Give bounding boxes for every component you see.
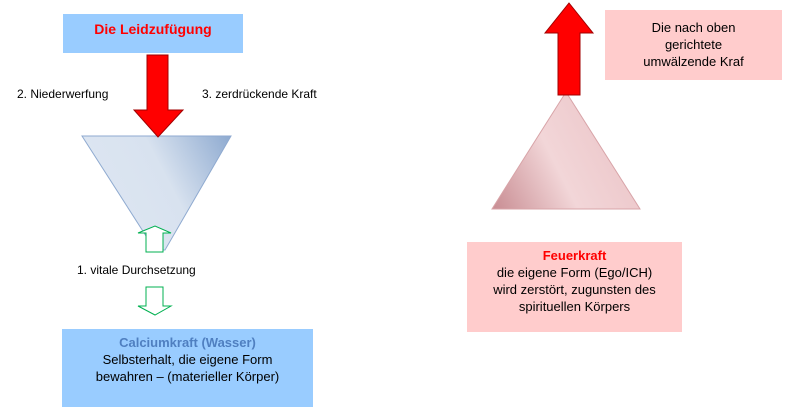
green-down-arrow xyxy=(137,286,173,316)
feuerkraft-heading: Feuerkraft xyxy=(542,248,607,263)
feuerkraft-line2: wird zerstört, zugunsten des xyxy=(493,282,656,297)
feuerkraft-box: Feuerkraft die eigene Form (Ego/ICH) wir… xyxy=(467,242,682,332)
calciumkraft-heading: Calciumkraft (Wasser) xyxy=(119,335,256,350)
umwaelzende-line3: umwälzende Kraf xyxy=(643,54,744,69)
label-vitale-durchsetzung: 1. vitale Durchsetzung xyxy=(77,263,196,277)
umwaelzende-line2: gerichtete xyxy=(664,37,723,52)
red-down-arrow xyxy=(132,54,185,138)
umwaelzende-line1: Die nach oben xyxy=(651,20,736,35)
feuerkraft-line1: die eigene Form (Ego/ICH) xyxy=(496,265,653,280)
leidzufuegung-box: Die Leidzufügung xyxy=(63,14,243,53)
calciumkraft-line1: Selbsterhalt, die eigene Form xyxy=(102,352,273,367)
pink-triangle xyxy=(491,91,641,210)
calciumkraft-line2: bewahren – (materieller Körper) xyxy=(95,369,280,384)
leidzufuegung-title: Die Leidzufügung xyxy=(94,21,212,37)
label-niederwerfung: 2. Niederwerfung xyxy=(17,87,109,101)
label-zerdrueckende-kraft: 3. zerdrückende Kraft xyxy=(202,87,317,101)
inverted-triangle xyxy=(81,135,232,251)
feuerkraft-line3: spirituellen Körpers xyxy=(518,299,631,314)
umwaelzende-kraft-box: Die nach oben gerichtete umwälzende Kraf xyxy=(605,10,782,80)
calciumkraft-box: Calciumkraft (Wasser) Selbsterhalt, die … xyxy=(62,329,313,407)
green-up-arrow xyxy=(137,225,172,253)
red-up-arrow xyxy=(543,2,595,96)
